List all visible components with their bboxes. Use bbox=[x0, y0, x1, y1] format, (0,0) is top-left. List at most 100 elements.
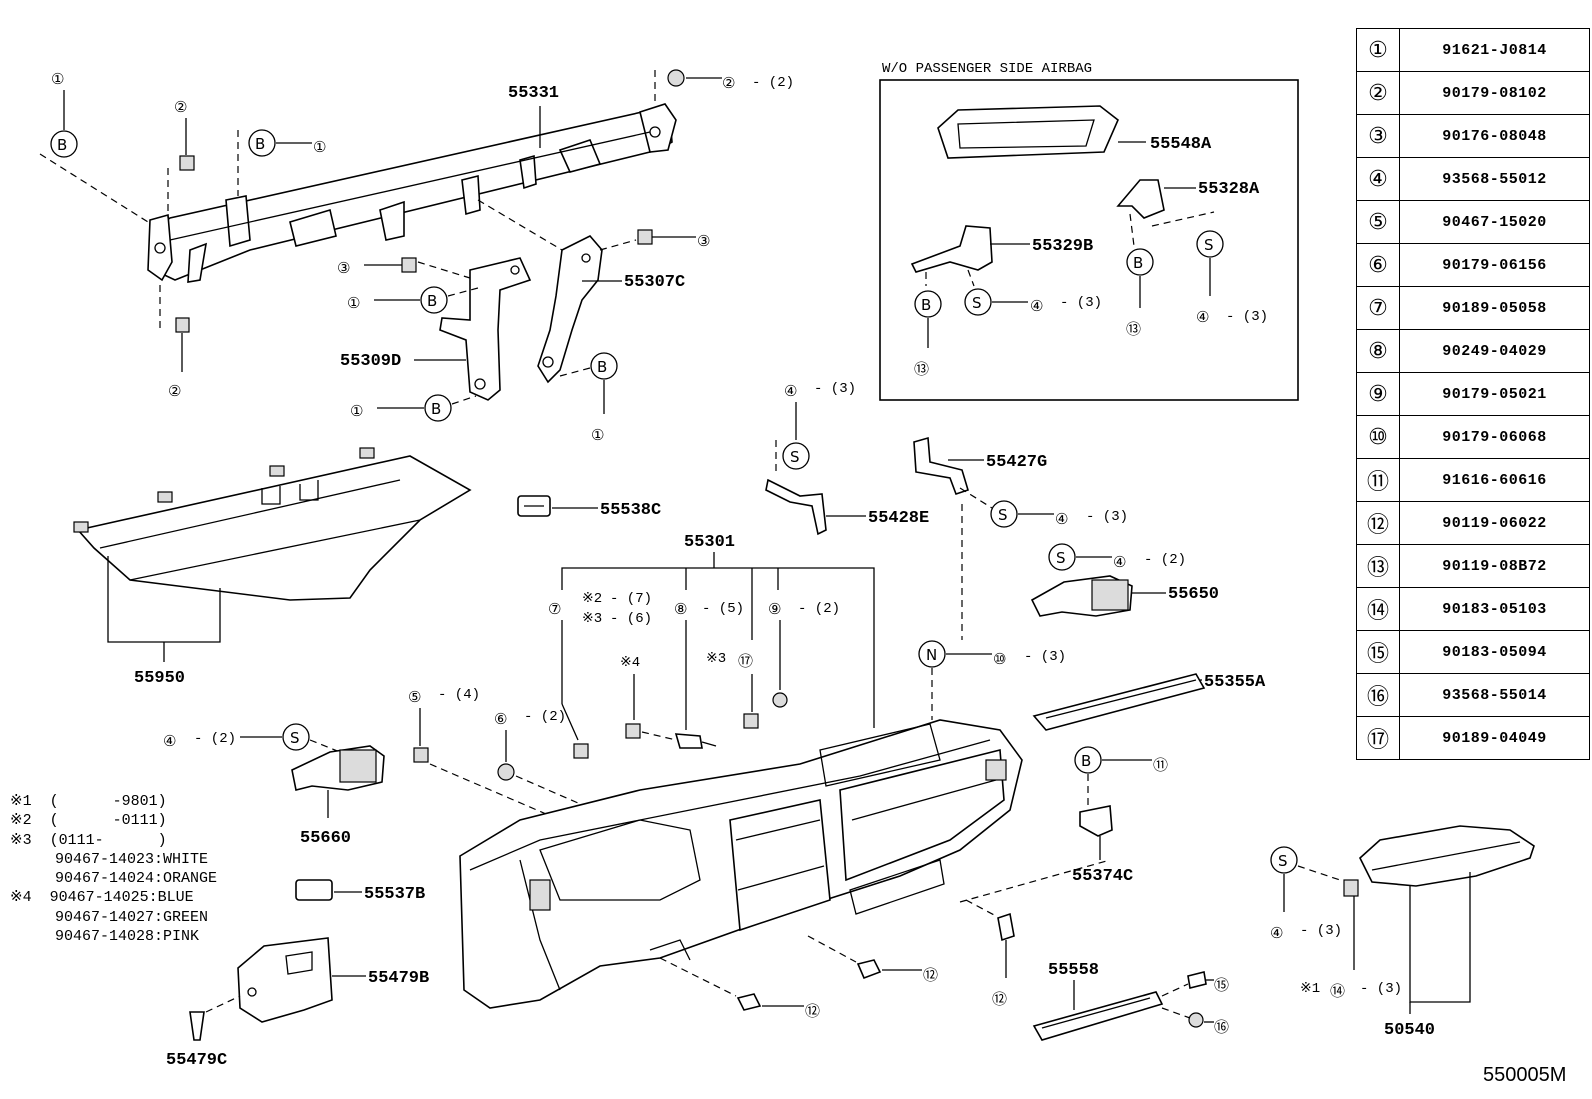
part-55650-label: 55650 bbox=[1168, 585, 1219, 604]
qty-7-label: - (7) bbox=[610, 591, 652, 607]
note-line: ※2 ( -0111) bbox=[10, 812, 167, 830]
legend-key: ③ bbox=[1356, 114, 1400, 158]
qty-5-label: - (5) bbox=[702, 601, 744, 617]
callout-4-icon: ④ bbox=[163, 732, 176, 750]
callout-S-icon: S bbox=[998, 506, 1008, 524]
note-mark-1: ※1 bbox=[1300, 981, 1320, 997]
callout-15-icon: ⑮ bbox=[1214, 976, 1229, 994]
under-cover-55950 bbox=[73, 447, 472, 601]
qty-3-label: - (3) bbox=[1060, 295, 1102, 311]
part-55558-label: 55558 bbox=[1048, 961, 1099, 980]
callout-1-icon: ① bbox=[350, 402, 363, 420]
callout-12-icon: ⑫ bbox=[805, 1002, 820, 1020]
callout-S-icon: S bbox=[972, 294, 982, 312]
qty-3-label: - (3) bbox=[814, 381, 856, 397]
legend-key: ⑤ bbox=[1356, 200, 1400, 244]
notes-block: ※1 ( -9801) ※2 ( -0111) ※3 (0111- ) 9046… bbox=[10, 792, 217, 946]
clip-55537B bbox=[295, 879, 333, 901]
reinforcement-beam-55331 bbox=[147, 103, 677, 283]
callout-S-icon: S bbox=[790, 448, 800, 466]
callout-S-icon: S bbox=[1278, 852, 1288, 870]
qty-2-label: - (2) bbox=[752, 75, 794, 91]
callout-17-icon: ⑰ bbox=[738, 652, 753, 670]
callout-4-icon: ④ bbox=[1196, 308, 1209, 326]
legend-key: ⑰ bbox=[1356, 716, 1400, 760]
callout-2-icon: ② bbox=[168, 382, 181, 400]
qty-3-label: - (3) bbox=[1086, 509, 1128, 525]
part-55328A-label: 55328A bbox=[1198, 180, 1260, 199]
legend-key: ⑩ bbox=[1356, 415, 1400, 459]
legend-part-number: 90179-06156 bbox=[1399, 243, 1590, 287]
garnish-55355A bbox=[1032, 673, 1206, 731]
note-line: ※4 90467-14025:BLUE bbox=[10, 889, 194, 907]
callout-2-icon: ② bbox=[722, 74, 735, 92]
legend-key: ⑪ bbox=[1356, 458, 1400, 502]
vent-55660 bbox=[291, 745, 385, 791]
lid-55548A bbox=[937, 105, 1119, 159]
bracket-55428E bbox=[765, 478, 827, 536]
part-55427G-label: 55427G bbox=[986, 453, 1047, 472]
callout-5-icon: ⑤ bbox=[408, 688, 421, 706]
callout-1-icon: ① bbox=[347, 294, 360, 312]
callout-1-icon: ① bbox=[51, 70, 64, 88]
legend-part-number: 90249-04029 bbox=[1399, 329, 1590, 373]
part-55428E-label: 55428E bbox=[868, 509, 929, 528]
callout-B-icon: B bbox=[1133, 254, 1143, 272]
callout-B-icon: B bbox=[431, 400, 441, 418]
qty-4-label: - (4) bbox=[438, 687, 480, 703]
callout-13-icon: ⑬ bbox=[1126, 320, 1141, 338]
callout-B-icon: B bbox=[255, 135, 265, 153]
qty-3-label: - (3) bbox=[1226, 309, 1268, 325]
legend-part-number: 90189-04049 bbox=[1399, 716, 1590, 760]
vent-55650 bbox=[1030, 575, 1133, 617]
bracket-55374C bbox=[1079, 805, 1113, 837]
qty-2-label: - (2) bbox=[1144, 552, 1186, 568]
part-55329B-label: 55329B bbox=[1032, 237, 1093, 256]
note-line: ※1 ( -9801) bbox=[10, 793, 167, 810]
legend-part-number: 90119-08B72 bbox=[1399, 544, 1590, 588]
bracket-55307C bbox=[537, 235, 603, 384]
part-55548A-label: 55548A bbox=[1150, 135, 1212, 154]
qty-3-label: - (3) bbox=[1360, 981, 1402, 997]
inset-frame bbox=[879, 79, 1299, 401]
qty-6-label: - (6) bbox=[610, 611, 652, 627]
part-55950-label: 55950 bbox=[134, 669, 185, 688]
callout-1-icon: ① bbox=[313, 138, 326, 156]
note-line: ※3 (0111- ) bbox=[10, 831, 167, 849]
callout-3-icon: ③ bbox=[697, 232, 710, 250]
legend-part-number: 90179-05021 bbox=[1399, 372, 1590, 416]
note-line: 90467-14027:GREEN bbox=[10, 908, 209, 926]
legend-part-number: 90179-06068 bbox=[1399, 415, 1590, 459]
qty-3-label: - (3) bbox=[1024, 649, 1066, 665]
legend-part-number: 90179-08102 bbox=[1399, 71, 1590, 115]
legend-part-number: 91616-60616 bbox=[1399, 458, 1590, 502]
part-55301-label: 55301 bbox=[684, 533, 735, 552]
clip-55538C bbox=[517, 495, 551, 517]
console-lid-50540 bbox=[1359, 825, 1535, 887]
legend-part-number: 90183-05094 bbox=[1399, 630, 1590, 674]
callout-N-icon: N bbox=[926, 646, 937, 664]
drawing-code: 550005M bbox=[1483, 1064, 1567, 1086]
part-55660-label: 55660 bbox=[300, 829, 351, 848]
legend-key: ② bbox=[1356, 71, 1400, 115]
legend-key: ⑧ bbox=[1356, 329, 1400, 373]
callout-S-icon: S bbox=[1204, 236, 1214, 254]
note-line: 90467-14023:WHITE bbox=[10, 850, 209, 868]
legend-key: ⑬ bbox=[1356, 544, 1400, 588]
callout-1-icon: ① bbox=[591, 426, 604, 444]
legend-key: ⑦ bbox=[1356, 286, 1400, 330]
callout-4-icon: ④ bbox=[1113, 553, 1126, 571]
instrument-panel-55301 bbox=[459, 719, 1023, 1009]
callout-12-icon: ⑫ bbox=[992, 990, 1007, 1008]
